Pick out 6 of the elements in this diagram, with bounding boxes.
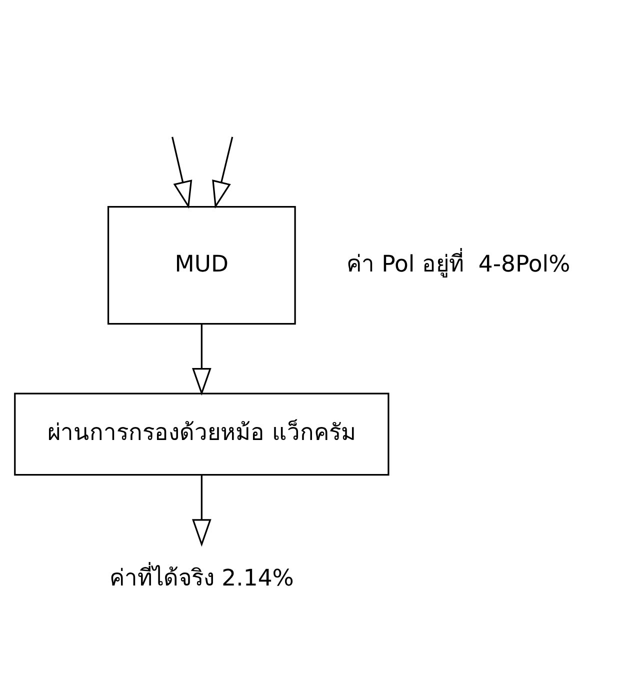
node-box: MUD xyxy=(107,206,296,325)
arrow xyxy=(172,136,192,209)
arrow xyxy=(192,324,212,396)
arrow xyxy=(212,136,234,209)
arrow xyxy=(192,475,212,547)
node-box: ผ่านการกรองด้วยหม้อ แว็กครัม xyxy=(14,392,390,476)
